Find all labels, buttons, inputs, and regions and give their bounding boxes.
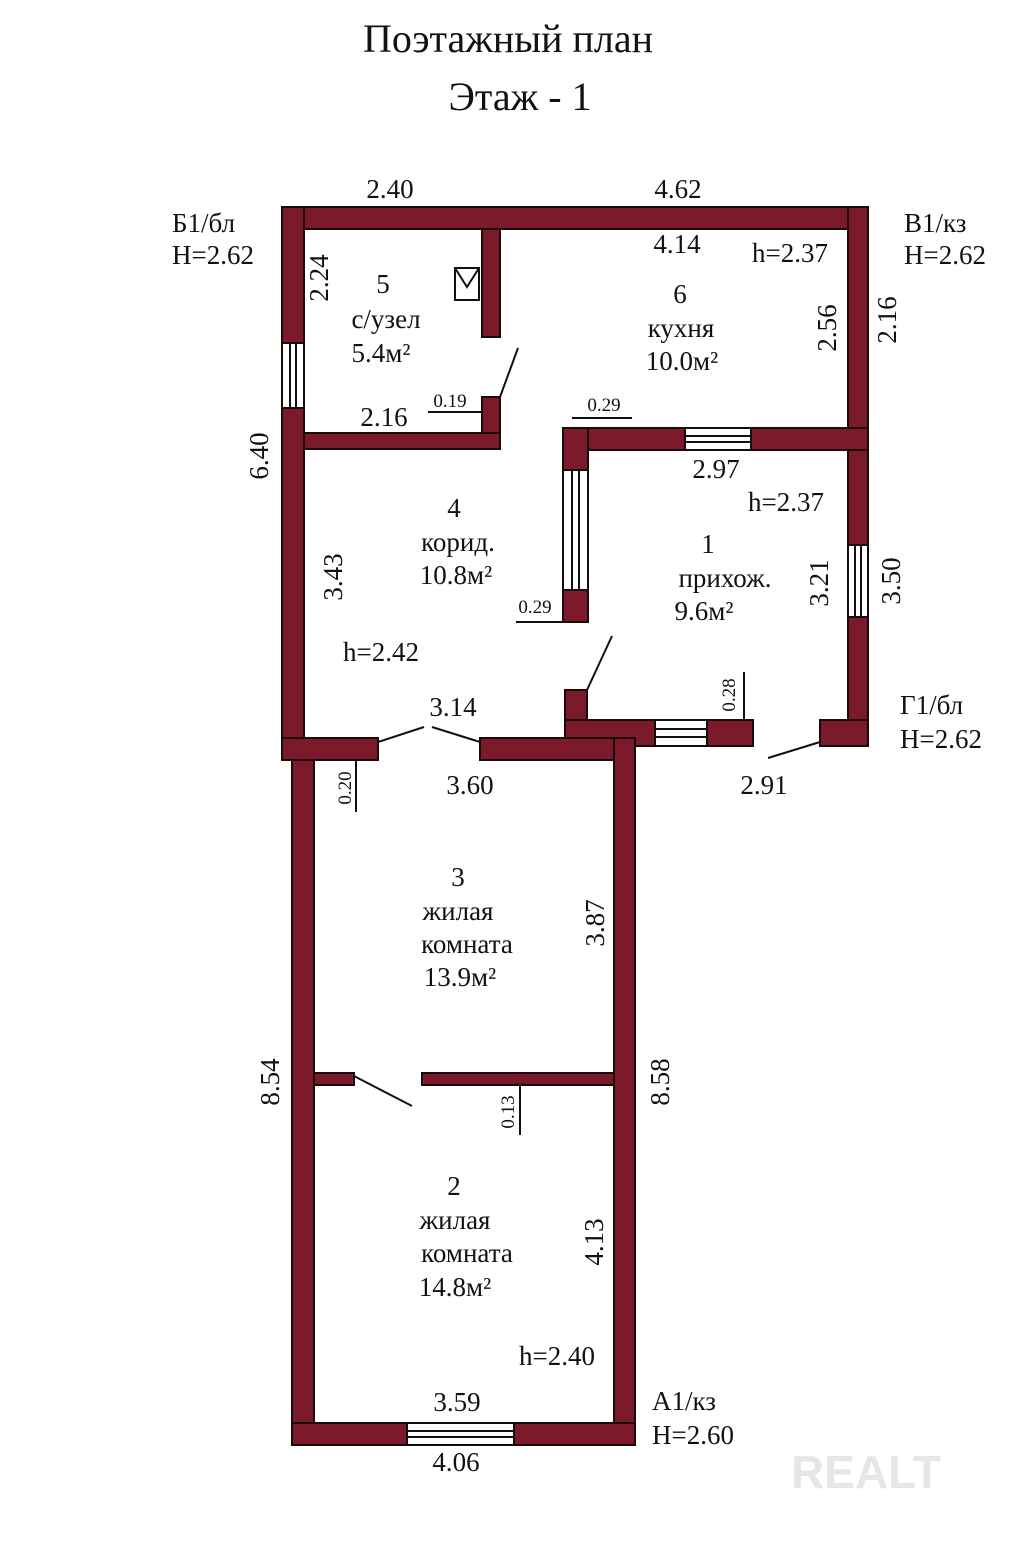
wall-bottom-right (513, 1422, 636, 1446)
window-hall-bottom (654, 719, 708, 747)
window-room2 (406, 1422, 515, 1446)
dim-right-outer-mid: 3.50 (876, 557, 906, 604)
dim-corridor-bottom: 3.14 (429, 692, 477, 722)
corner-a1-name: А1/кз (652, 1386, 716, 1416)
dim-room3-top: 3.60 (446, 770, 493, 800)
dim-room3-wall: 0.20 (335, 771, 356, 804)
wall-corr-bottom-right (479, 737, 636, 761)
dim-room2-wall: 0.13 (498, 1095, 519, 1128)
room6-height: h=2.37 (752, 238, 828, 268)
room3-area: 13.9м² (424, 962, 496, 992)
room2-name: жилая (419, 1205, 491, 1235)
dim-bottom-outer: 4.06 (432, 1447, 479, 1477)
room6-name: кухня (648, 313, 715, 343)
dim-kitchen-right: 2.56 (812, 304, 842, 351)
corner-b1-height: H=2.62 (172, 240, 254, 270)
dim-wc-left: 2.24 (304, 254, 334, 302)
dim-corridor-wall: 0.29 (518, 597, 551, 618)
room1-number: 1 (701, 529, 715, 559)
dim-left-outer-bottom: 8.54 (255, 1058, 285, 1106)
dim-hall-wall-bottom: 0.28 (719, 678, 740, 711)
room1-area: 9.6м² (675, 596, 734, 626)
window-corridor (562, 469, 589, 591)
corner-v1-name: В1/кз (904, 208, 966, 238)
wall-right-upper (847, 206, 869, 546)
room4-area: 10.8м² (420, 560, 492, 590)
corner-g1-name: Г1/бл (900, 690, 963, 720)
corner-v1-height: H=2.62 (904, 240, 986, 270)
dim-kitchen-inner-top: 4.14 (653, 229, 701, 259)
room2-number: 2 (447, 1171, 461, 1201)
dim-hall-top: 2.97 (692, 454, 739, 484)
window-wc (281, 342, 305, 409)
corner-b1-name: Б1/бл (172, 208, 235, 238)
room1-height: h=2.37 (748, 487, 824, 517)
room1-name: прихож. (678, 563, 771, 593)
dim-right-outer-bottom: 8.58 (645, 1058, 675, 1105)
wall-wc-stub (481, 396, 501, 438)
corner-g1-height: H=2.62 (900, 724, 982, 754)
corner-labels: Б1/бл H=2.62 В1/кз H=2.62 Г1/бл H=2.62 А… (172, 208, 986, 1450)
room2-height: h=2.40 (519, 1341, 595, 1371)
dim-hall-right: 3.21 (804, 559, 834, 606)
window-kitchen (684, 427, 752, 451)
room4-name: корид. (421, 527, 495, 557)
wall-partition-left (313, 1072, 355, 1086)
wall-bottom-left (291, 1422, 408, 1446)
dim-wc-wall: 0.19 (433, 391, 466, 412)
wall-corr-bottom-left (281, 737, 379, 761)
walls (281, 206, 869, 1446)
dim-room2-bottom-inner: 3.59 (433, 1387, 480, 1417)
dimension-labels: 2.40 4.62 4.14 2.16 0.19 0.29 2.97 0.29 … (244, 174, 906, 1477)
room5-name: с/узел (351, 304, 420, 334)
room5-area: 5.4м² (352, 338, 411, 368)
wall-rooms-left (291, 759, 315, 1446)
wall-hall-bottom-right (706, 719, 754, 747)
wall-corr-hall-mid (562, 589, 589, 623)
dim-top-right: 4.62 (654, 174, 701, 204)
dim-top-left: 2.40 (366, 174, 413, 204)
room5-number: 5 (376, 269, 390, 299)
wall-top (281, 206, 869, 230)
room2-area: 14.8м² (419, 1272, 491, 1302)
wall-left-upper (281, 206, 305, 344)
room2-name2: комната (421, 1238, 513, 1268)
dim-right-outer-top: 2.16 (872, 296, 902, 343)
watermark-logo: REALT (791, 1446, 941, 1498)
wall-wc-bottom (303, 432, 501, 450)
wall-partition-right (421, 1072, 615, 1086)
room4-height: h=2.42 (343, 637, 419, 667)
dim-room3-right: 3.87 (580, 899, 610, 946)
wall-hall-bottom-corner (819, 719, 869, 747)
room3-number: 3 (451, 862, 465, 892)
room3-name: жилая (422, 896, 494, 926)
wall-left-mid (281, 407, 305, 761)
dim-hall-wall-top: 0.29 (587, 395, 620, 416)
dim-left-outer-top: 6.40 (244, 432, 274, 479)
dim-corridor-left: 3.43 (318, 553, 348, 600)
windows (281, 342, 869, 1446)
dim-hall-bottom: 2.91 (740, 770, 787, 800)
wall-wc-kitchen (481, 228, 501, 338)
dim-room2-right: 4.13 (579, 1218, 609, 1265)
sink-icon (454, 267, 480, 301)
room6-number: 6 (673, 279, 687, 309)
wall-corr-hall-top (562, 427, 589, 471)
room4-number: 4 (447, 493, 461, 523)
corner-a1-height: H=2.60 (652, 1420, 734, 1450)
door-swings (353, 267, 821, 1135)
room6-area: 10.0м² (646, 346, 718, 376)
dim-wc-bottom: 2.16 (360, 402, 407, 432)
wall-rooms-right (613, 737, 636, 1446)
plan-floor: Этаж - 1 (448, 74, 591, 119)
room-labels: 5 с/узел 5.4м² 6 кухня 10.0м² h=2.37 4 к… (343, 238, 828, 1371)
window-hall-right (847, 544, 869, 618)
plan-title: Поэтажный план (363, 16, 653, 61)
room3-name2: комната (421, 929, 513, 959)
wall-kitchen-hall-right (750, 427, 869, 451)
